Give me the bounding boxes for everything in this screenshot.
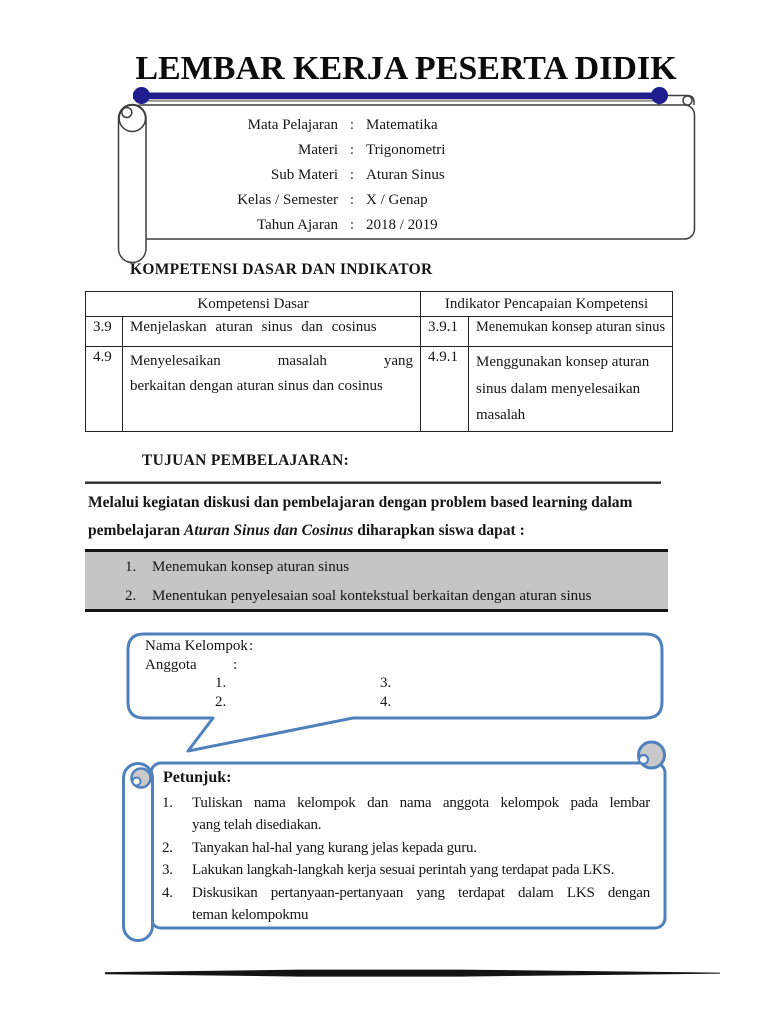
goal-number: 1. [125,559,137,575]
item-number: 4. [162,884,173,901]
title-underline-shadow [140,99,664,102]
meta-colon: : [349,217,355,233]
ipk-number: 4.9.1 [420,346,469,432]
meta-row: Materi : Trigonometri [160,138,445,163]
meta-value: X / Genap [366,192,428,208]
item-number: 3. [162,862,173,879]
scroll-roll-curl [121,106,133,119]
kd-text-line1: Menyelesaikan masalah yang [130,353,413,369]
table-row: 4.9 Menyelesaikan masalah yang berkaitan… [85,346,673,432]
title-underline-dot-right [651,87,668,104]
kompetensi-heading: KOMPETENSI DASAR DAN INDIKATOR [130,261,433,278]
member-slot: 4. [380,693,392,710]
petunjuk-item: 4. Diskusikan pertanyaan-pertanyaan yang… [162,882,650,927]
scroll-corner-curl [682,95,693,106]
petunjuk-right-curl-center [637,753,650,766]
member-slots-row: 2. 4. [145,693,645,712]
item-number: 1. [162,795,173,811]
members-label: Anggota [145,656,197,673]
table-header-row: Kompetensi Dasar Indikator Pencapaian Ko… [85,291,673,317]
meta-value: Aturan Sinus [366,167,445,183]
ipk-text: Menggunakan konsep aturan sinus dalam me… [468,346,673,432]
goal-item: 1. Menemukan konsep aturan sinus [125,554,668,581]
kd-text: Menyelesaikan masalah yang berkaitan den… [122,346,421,432]
item-text-line1: Diskusikan pertanyaan-pertanyaan yang te… [192,884,650,901]
meta-row: Kelas / Semester : X / Genap [160,188,445,213]
meta-row: Sub Materi : Aturan Sinus [160,163,445,188]
intro-part2: diharapkan siswa dapat : [353,521,525,539]
item-text: Diskusikan pertanyaan-pertanyaan yang te… [192,882,650,927]
goal-text: Menemukan konsep aturan sinus [152,559,350,575]
item-text-line2: teman kelompokmu [192,907,309,924]
petunjuk-item: 2. Tanyakan hal-hal yang kurang jelas ke… [162,837,650,859]
meta-scroll: Mata Pelajaran : Matematika Materi : Tri… [160,113,445,238]
intro-part1: Melalui kegiatan diskusi dan pembelajara… [88,494,633,539]
meta-value: 2018 / 2019 [366,217,438,233]
goal-item: 2. Menentukan penyelesaian soal kontekst… [125,583,668,610]
member-slot: 3. [380,675,392,691]
bottom-divider [105,969,720,977]
group-name-row: Nama Kelompok: [145,637,645,656]
item-text: Lakukan langkah-langkah kerja sesuai per… [192,862,615,879]
kd-number: 4.9 [85,346,123,432]
meta-colon: : [349,117,355,133]
meta-label: Materi [298,142,338,158]
petunjuk-item: 3. Lakukan langkah-langkah kerja sesuai … [162,859,650,881]
kd-text: Menjelaskan aturan sinus dan cosinus [122,316,421,347]
meta-label: Mata Pelajaran [247,117,338,133]
header-indikator: Indikator Pencapaian Kompetensi [420,291,673,317]
header-kompetensi-dasar: Kompetensi Dasar [85,291,421,317]
item-text: Tanyakan hal-hal yang kurang jelas kepad… [192,839,477,856]
group-name-bubble [126,632,664,753]
intro-italic: Aturan Sinus dan Cosinus [184,521,354,539]
tujuan-heading: TUJUAN PEMBELAJARAN: [142,452,350,469]
tujuan-intro: Melalui kegiatan diskusi dan pembelajara… [88,489,656,544]
members-colon: : [233,656,238,673]
meta-colon: : [349,167,355,183]
meta-label: Kelas / Semester [237,192,338,208]
item-text-line1: Tuliskan nama kelompok dan nama anggota … [192,795,650,811]
goal-number: 2. [125,587,137,604]
meta-scroll-shape [117,94,696,264]
meta-row: Tahun Ajaran : 2018 / 2019 [160,213,445,238]
petunjuk-heading: Petunjuk: [163,769,232,786]
goals-box: 1. Menemukan konsep aturan sinus 2. Mene… [85,549,668,612]
meta-row: Mata Pelajaran : Matematika [160,113,445,138]
meta-colon: : [349,192,355,208]
kd-text-line2: berkaitan dengan aturan sinus dan cosinu… [130,378,383,394]
table-row: 3.9 Menjelaskan aturan sinus dan cosinus… [85,316,673,347]
meta-label: Tahun Ajaran [256,217,338,233]
petunjuk-left-roll [122,762,154,942]
petunjuk-left-curl-center [131,776,142,787]
item-text: Tuliskan nama kelompok dan nama anggota … [192,792,650,837]
members-row: Anggota: [145,656,645,675]
page-title: LEMBAR KERJA PESERTA DIDIK [135,50,677,87]
member-slot: 2. [215,693,227,710]
petunjuk-item: 1. Tuliskan nama kelompok dan nama anggo… [162,792,650,837]
group-name-colon: : [249,638,254,654]
meta-value: Trigonometri [366,142,446,158]
meta-colon: : [349,142,355,158]
goal-text: Menentukan penyelesaian soal kontekstual… [152,587,592,604]
meta-value: Matematika [366,117,438,133]
item-number: 2. [162,839,173,856]
member-slots-row: 1. 3. [145,674,645,693]
ipk-text: Menemukan konsep aturan sinus [468,316,673,347]
group-name-fields: Nama Kelompok: Anggota: 1. 3. 2. 4. [145,637,645,711]
group-name-label: Nama Kelompok [145,638,248,654]
item-text-line2: yang telah disediakan. [192,817,322,834]
petunjuk-scroll-shape [122,740,667,942]
kompetensi-table: Kompetensi Dasar Indikator Pencapaian Ko… [85,291,673,432]
petunjuk-list: 1. Tuliskan nama kelompok dan nama anggo… [162,792,650,926]
kd-number: 3.9 [85,316,123,347]
member-slot: 1. [215,675,227,691]
title-underline [133,92,661,99]
tujuan-rule [85,481,661,484]
meta-label: Sub Materi [270,167,338,183]
ipk-number: 3.9.1 [420,316,469,347]
title-underline-dot-left [133,87,150,104]
